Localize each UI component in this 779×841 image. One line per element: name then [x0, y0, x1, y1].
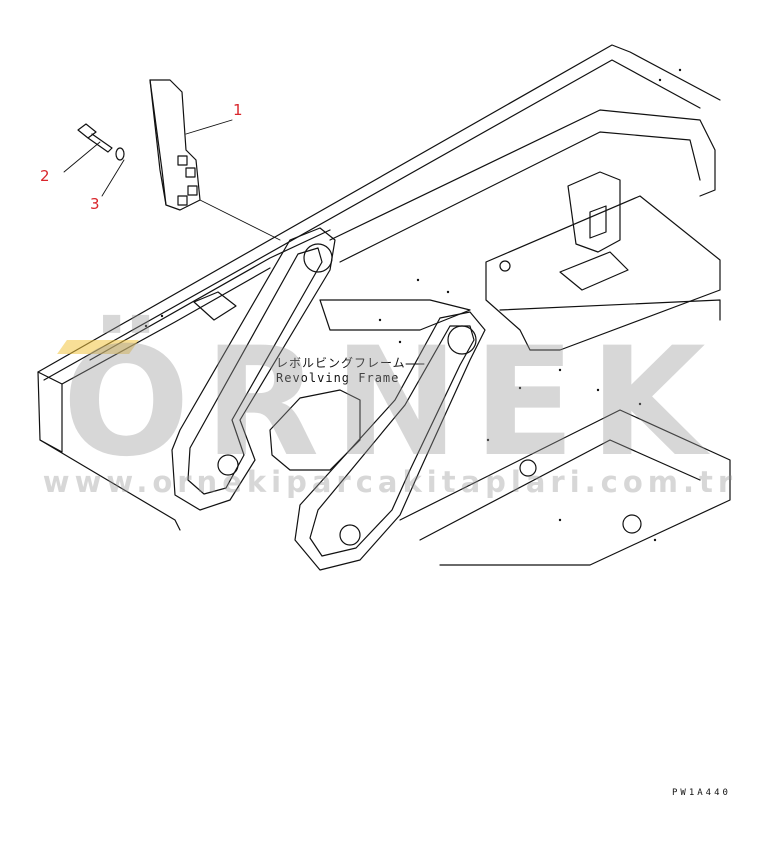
- boom-bracket-left: [171, 227, 336, 511]
- boom-pin-hole-right-lower: [339, 524, 361, 546]
- leader-line-2: [63, 141, 101, 173]
- cover-plate-part-1: [149, 79, 201, 211]
- frame-left-face: [37, 371, 63, 453]
- right-rail-lower: [339, 131, 701, 263]
- drawing-code: PW1A440: [672, 788, 731, 798]
- deck-hole-3: [499, 260, 511, 272]
- boom-bracket-right: [294, 311, 486, 571]
- clip-2: [185, 167, 196, 178]
- clip-1: [177, 155, 188, 166]
- frame-top-edge: [37, 44, 721, 373]
- leader-line-3: [101, 159, 125, 197]
- rivet-dots: [144, 68, 682, 542]
- callout-2[interactable]: 2: [40, 167, 50, 185]
- rear-bracket: [567, 171, 621, 253]
- center-opening: [269, 389, 361, 471]
- boom-pin-hole-upper: [303, 243, 333, 273]
- lower-deck-edge: [399, 409, 731, 566]
- washer-part-3: [115, 147, 125, 161]
- boom-pin-hole-right-upper: [447, 325, 477, 355]
- deck-hole-2: [622, 514, 642, 534]
- leader-line-1: [185, 119, 233, 135]
- bolt-part-2: [77, 123, 113, 153]
- crossbar-lower: [499, 299, 721, 321]
- crossbar-slot: [559, 251, 629, 291]
- rear-bracket-notch: [589, 205, 607, 239]
- frame-deck-line-2: [89, 229, 331, 361]
- assembly-line: [199, 199, 281, 241]
- clip-3: [177, 195, 188, 206]
- frame-top-inner-edge: [43, 59, 701, 381]
- frame-deck-line: [61, 267, 271, 385]
- frame-label-japanese: レボルビングフレーム: [276, 356, 406, 370]
- callout-3[interactable]: 3: [90, 195, 100, 213]
- callout-1[interactable]: 1: [233, 101, 243, 119]
- clip-4: [187, 185, 198, 196]
- lower-deck-inner: [419, 439, 701, 541]
- boom-bracket-left-inner: [187, 247, 323, 495]
- frame-front-edge: [39, 439, 181, 531]
- crossbar: [485, 195, 721, 351]
- deck-hole-1: [519, 459, 537, 477]
- boom-pin-hole-lower: [217, 454, 239, 476]
- left-step: [193, 291, 237, 321]
- right-rail-upper: [329, 109, 716, 241]
- center-web: [319, 299, 471, 331]
- frame-label-english: Revolving Frame: [276, 371, 400, 385]
- cover-plate-fold: [149, 79, 167, 206]
